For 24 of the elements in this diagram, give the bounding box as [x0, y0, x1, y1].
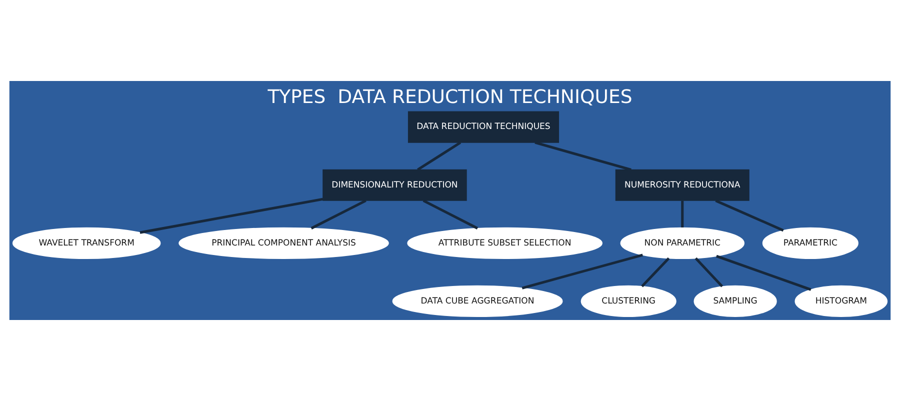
connector [417, 142, 462, 171]
node-ellipse: PRINCIPAL COMPONENT ANALYSIS [178, 227, 389, 259]
node-ellipse: ATTRIBUTE SUBSET SELECTION [407, 227, 603, 259]
connector [522, 254, 643, 290]
node-ellipse: HISTOGRAM [794, 285, 888, 318]
node-box: DATA REDUCTION TECHNIQUES [408, 111, 560, 143]
connector [310, 200, 366, 230]
node-box: DIMENSIONALITY REDUCTION [322, 169, 467, 201]
connector [422, 200, 478, 230]
connector [694, 257, 724, 288]
diagram-title: TYPES DATA REDUCTION TECHNIQUES [268, 86, 632, 108]
node-ellipse: PARAMETRIC [762, 227, 858, 259]
connector [641, 257, 670, 288]
node-box: NUMEROSITY REDUCTIONA [615, 169, 750, 201]
node-ellipse: DATA CUBE AGGREGATION [392, 285, 563, 318]
node-ellipse: NON PARAMETRIC [620, 227, 745, 259]
connector [534, 141, 632, 171]
connector [716, 254, 812, 291]
node-ellipse: WAVELET TRANSFORM [12, 227, 161, 259]
connector [715, 199, 784, 232]
node-ellipse: SAMPLING [694, 285, 777, 318]
connector [140, 198, 324, 234]
connector [681, 200, 684, 228]
node-ellipse: CLUSTERING [580, 285, 676, 318]
